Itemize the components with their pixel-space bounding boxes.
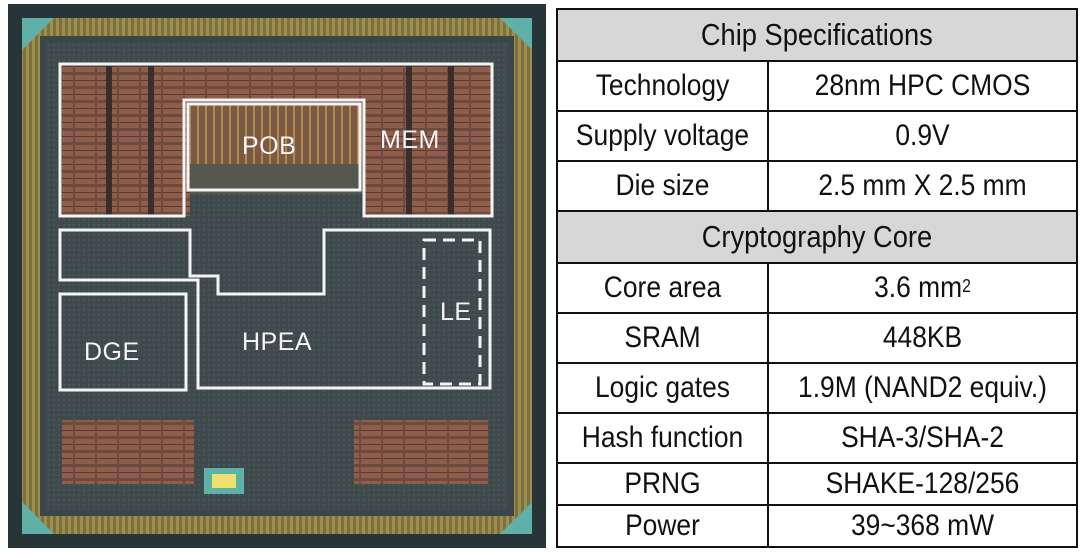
row-key: Supply voltage bbox=[575, 119, 750, 152]
table-row: Logic gates 1.9M (NAND2 equiv.) bbox=[558, 364, 1076, 414]
chip-die-photo: POB MEM LE DGE HPEA bbox=[8, 4, 546, 548]
header-cryptography-core: Cryptography Core bbox=[701, 219, 933, 254]
row-key: Die size bbox=[615, 169, 710, 202]
row-key: PRNG bbox=[624, 467, 701, 500]
row-key: Hash function bbox=[581, 421, 744, 454]
chip-spec-table: Chip Specifications Technology 28nm HPC … bbox=[556, 8, 1078, 548]
mem-label: MEM bbox=[380, 126, 440, 154]
mem-outline bbox=[58, 62, 494, 218]
row-value: 448KB bbox=[882, 321, 963, 354]
dge-label: DGE bbox=[84, 338, 140, 366]
table-row: Supply voltage 0.9V bbox=[558, 112, 1076, 162]
row-key: Logic gates bbox=[594, 371, 731, 404]
dge-outline bbox=[58, 292, 188, 392]
row-key: Core area bbox=[603, 271, 722, 304]
row-value: SHA-3/SHA-2 bbox=[841, 421, 1004, 454]
row-key: Power bbox=[625, 509, 700, 542]
core-area-superscript: 2 bbox=[962, 275, 971, 296]
row-value: 0.9V bbox=[895, 119, 950, 152]
table-row: SRAM 448KB bbox=[558, 314, 1076, 364]
row-value: SHAKE-128/256 bbox=[825, 467, 1020, 500]
row-key: Technology bbox=[595, 69, 730, 102]
header-chip-specifications: Chip Specifications bbox=[700, 17, 933, 52]
die-artwork bbox=[8, 4, 546, 548]
core-area-value: 3.6 mm bbox=[874, 271, 963, 304]
pob-label: POB bbox=[242, 132, 297, 160]
table-header-chip-specs: Chip Specifications bbox=[558, 10, 1076, 62]
row-value: 39~368 mW bbox=[850, 509, 995, 542]
table-row: Technology 28nm HPC CMOS bbox=[558, 62, 1076, 112]
table-row: Hash function SHA-3/SHA-2 bbox=[558, 414, 1076, 464]
hpea-outline bbox=[58, 228, 492, 390]
table-row: Die size 2.5 mm X 2.5 mm bbox=[558, 162, 1076, 212]
table-row: Power 39~368 mW bbox=[558, 506, 1076, 546]
table-header-crypto-core: Cryptography Core bbox=[558, 212, 1076, 264]
row-value: 1.9M (NAND2 equiv.) bbox=[798, 371, 1047, 404]
row-value: 28nm HPC CMOS bbox=[814, 69, 1031, 102]
table-row: PRNG SHAKE-128/256 bbox=[558, 464, 1076, 506]
hpea-label: HPEA bbox=[242, 328, 313, 356]
row-key: SRAM bbox=[624, 321, 701, 354]
le-label: LE bbox=[440, 298, 472, 326]
row-value: 2.5 mm X 2.5 mm bbox=[818, 169, 1027, 202]
le-outline bbox=[422, 238, 482, 386]
pob-outline bbox=[186, 102, 362, 192]
